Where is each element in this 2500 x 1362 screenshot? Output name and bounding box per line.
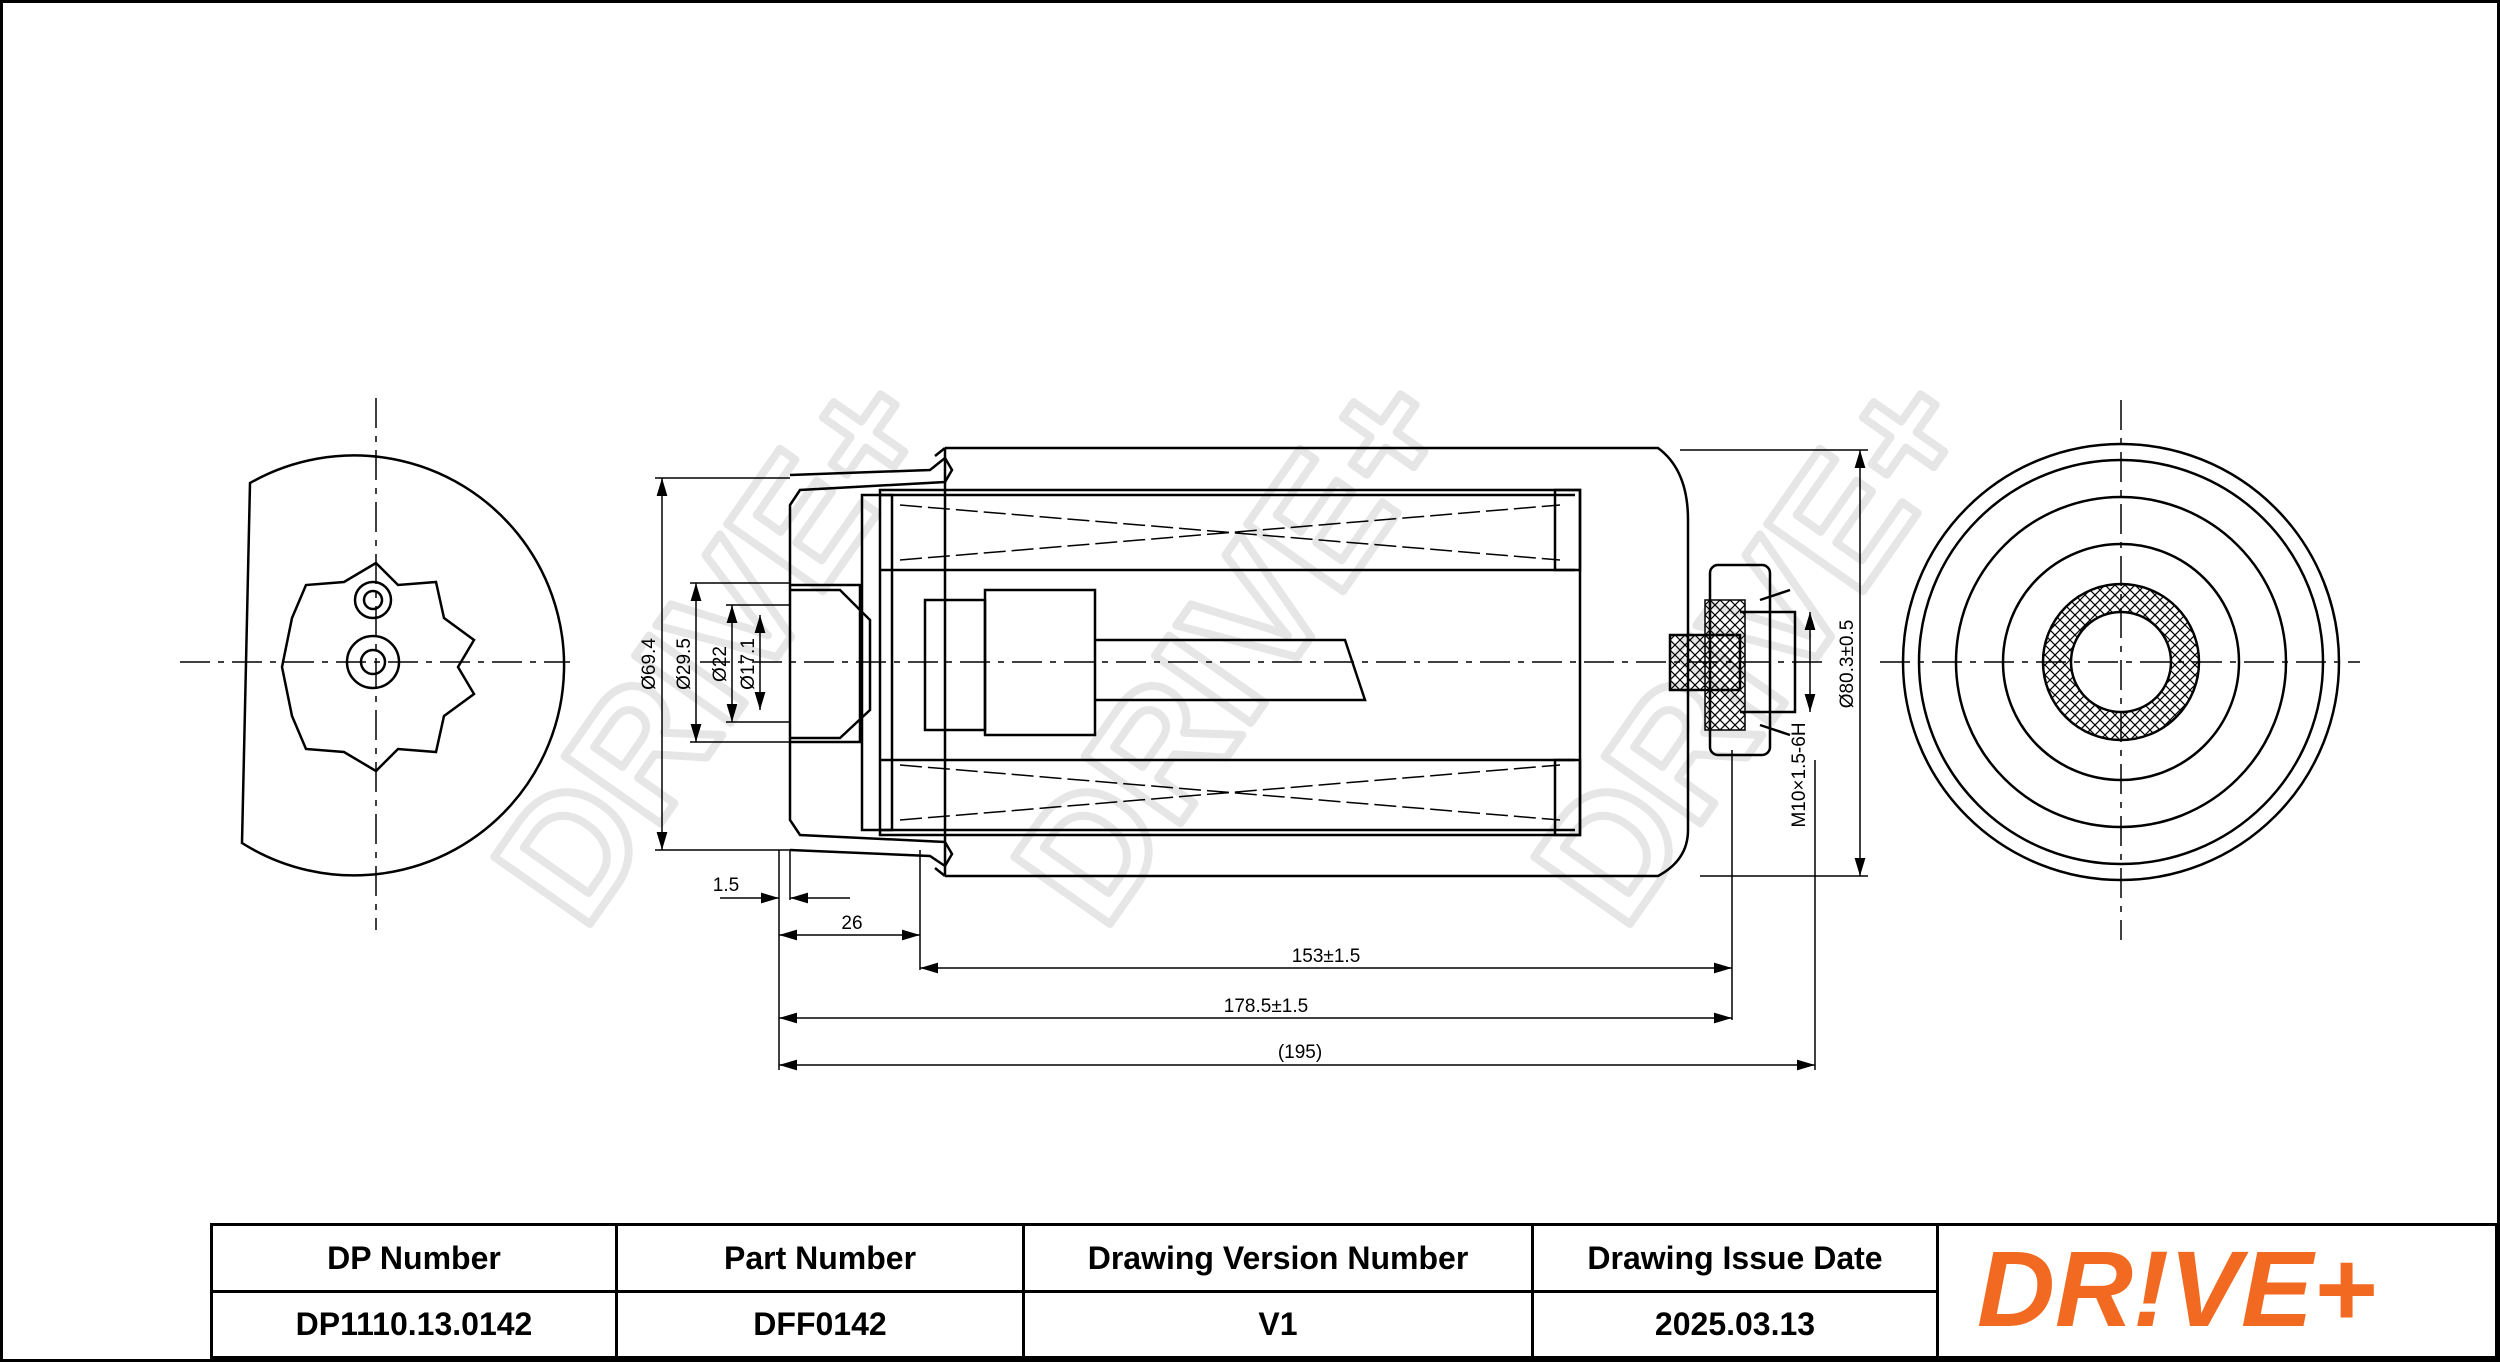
dimension-lines [655, 449, 1868, 1071]
dim-thread: M10×1.5-6H [1789, 722, 1810, 827]
svg-text:DR!VE+: DR!VE+ [1977, 1236, 2376, 1346]
part-number-header: Part Number [618, 1226, 1025, 1293]
issue-date-value: 2025.03.13 [1534, 1293, 1939, 1356]
dim-195: (195) [1278, 1042, 1322, 1063]
issue-date-header: Drawing Issue Date [1534, 1226, 1939, 1293]
svg-text:DRIVE+: DRIVE+ [978, 339, 1489, 955]
dim-d80-3: Ø80.3±0.5 [1837, 620, 1858, 709]
version-value: V1 [1025, 1293, 1534, 1356]
side-view [700, 446, 1830, 878]
brand-logo: DR!VE+ [1939, 1226, 2495, 1356]
dim-153: 153±1.5 [1292, 946, 1361, 967]
dim-d69-4: Ø69.4 [639, 638, 660, 690]
left-end-view [180, 398, 570, 930]
svg-text:DRIVE+: DRIVE+ [1498, 339, 2009, 955]
right-end-view [1880, 400, 2360, 940]
part-number-value: DFF0142 [618, 1293, 1025, 1356]
dp-number-value: DP1110.13.0142 [213, 1293, 618, 1356]
dimension-labels: Ø69.4 Ø29.5 Ø22 Ø17.1 Ø80.3±0.5 M10×1.5-… [639, 620, 1858, 1063]
dp-number-header: DP Number [213, 1226, 618, 1293]
dim-26: 26 [841, 913, 862, 934]
dim-1-5: 1.5 [713, 875, 739, 896]
dim-178-5: 178.5±1.5 [1224, 996, 1308, 1017]
drive-logo-icon: DR!VE+ [1977, 1236, 2376, 1346]
version-header: Drawing Version Number [1025, 1226, 1534, 1293]
dim-d17-1: Ø17.1 [738, 638, 759, 690]
dim-d22: Ø22 [710, 646, 731, 682]
title-block: DP Number Part Number Drawing Version Nu… [210, 1223, 2498, 1359]
dim-d29-5: Ø29.5 [674, 638, 695, 690]
